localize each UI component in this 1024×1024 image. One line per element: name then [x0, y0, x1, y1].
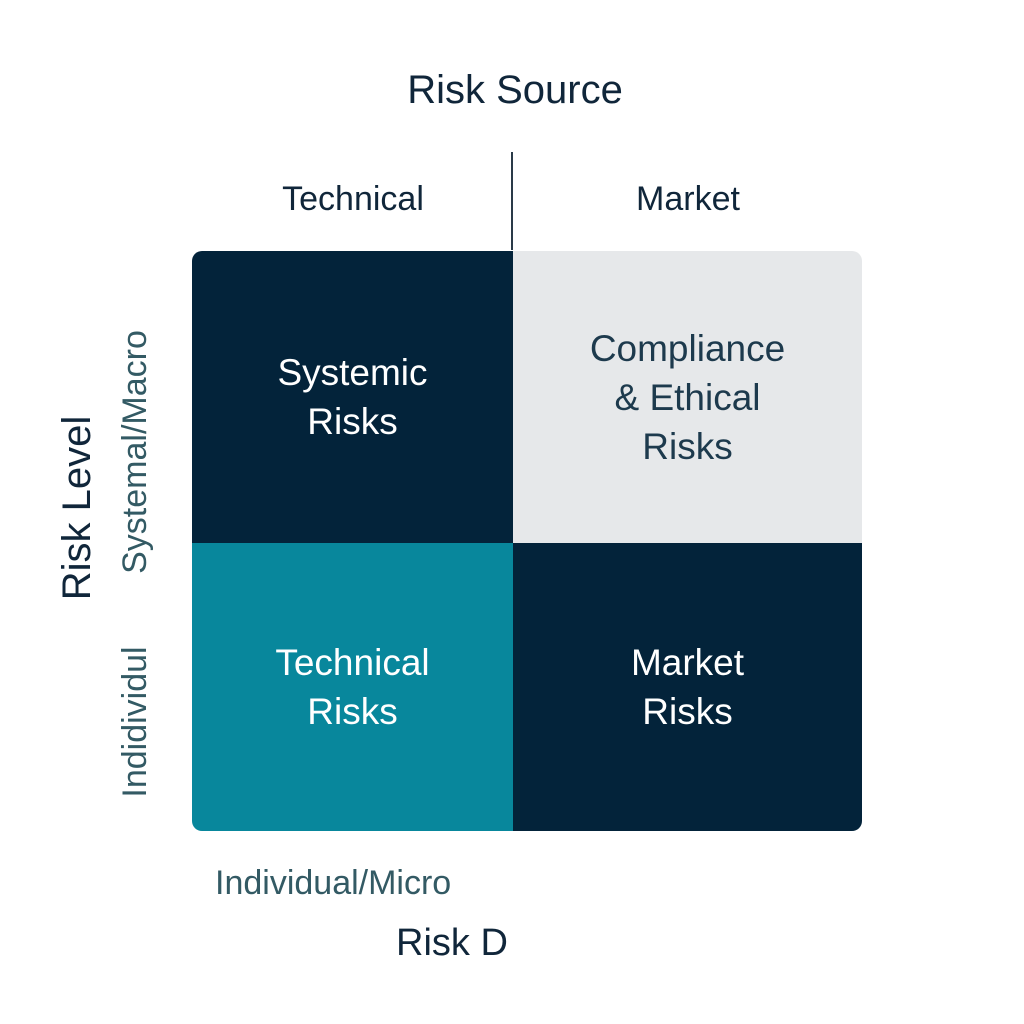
y-label-systemal-macro: Systemal/Macro [116, 330, 154, 574]
column-header-market: Market [636, 180, 740, 218]
cell-label: Technical Risks [275, 642, 430, 732]
risk-matrix: Systemic Risks Compliance & Ethical Risk… [192, 251, 862, 831]
y-label-indidividul: Indidividul [116, 646, 154, 798]
column-header-technical: Technical [282, 180, 424, 218]
cell-technical-risks: Technical Risks [192, 543, 513, 831]
risk-source-title: Risk Source [407, 68, 623, 112]
cell-label: Compliance & Ethical Risks [589, 327, 786, 467]
cell-label: Market Risks [630, 642, 745, 732]
cell-label: Systemic Risks [277, 352, 428, 442]
cell-market-risks: Market Risks [513, 543, 862, 831]
x-label-individual-micro: Individual/Micro [215, 864, 452, 902]
cell-systemic-risks: Systemic Risks [192, 251, 513, 543]
header-divider [511, 152, 513, 250]
cell-compliance-ethical-risks: Compliance & Ethical Risks [513, 251, 862, 543]
x-axis-title: Risk D [396, 922, 508, 964]
risk-level-axis-title: Risk Level [55, 415, 99, 601]
